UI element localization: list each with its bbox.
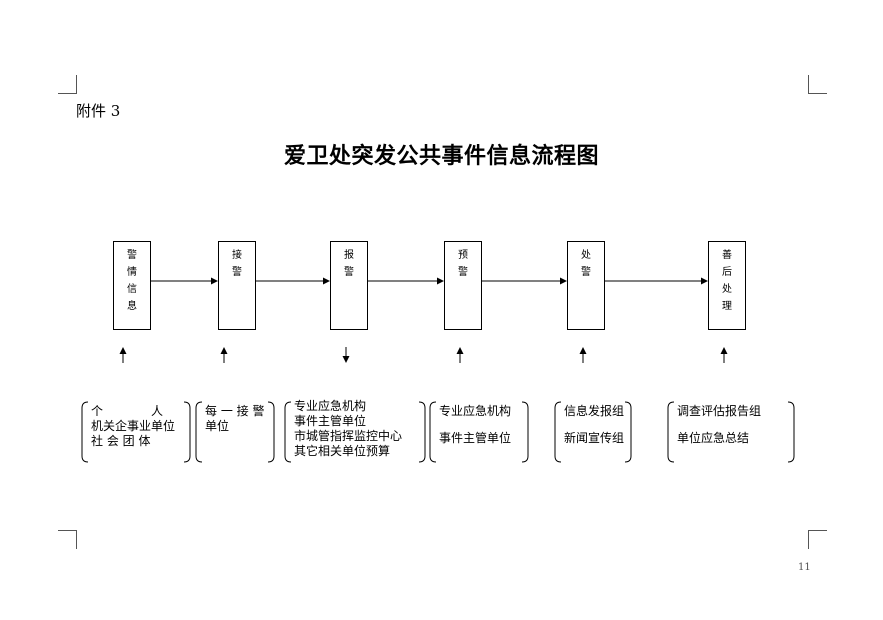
bracket-left-g1 <box>81 401 89 463</box>
bracket-right-g2 <box>267 401 275 463</box>
bracket-left-g5 <box>554 401 562 463</box>
source-line: 调查评估报告组 <box>677 404 762 418</box>
source-group-g2: 每 一 接 警单位 <box>205 404 264 434</box>
source-line: 单位应急总结 <box>677 431 750 445</box>
stage-label: 报警 <box>331 247 367 281</box>
stage-label-char: 警 <box>232 267 242 278</box>
stage-box-chujing: 处警 <box>567 241 605 330</box>
source-group-g1: 个 人机关企事业单位社 会 团 体 <box>91 404 175 449</box>
stage-label-char: 预 <box>458 250 468 261</box>
stage-label-char: 处 <box>581 250 591 261</box>
source-line: 社 会 团 体 <box>91 434 151 448</box>
source-line <box>677 419 761 431</box>
source-group-g4: 专业应急机构 事件主管单位 <box>439 404 511 446</box>
source-line: 事件主管单位 <box>439 431 512 445</box>
crop-mark-top-right <box>808 75 827 94</box>
bracket-left-g2 <box>195 401 203 463</box>
stage-label-char: 理 <box>722 301 732 312</box>
bracket-right-g1 <box>183 401 191 463</box>
source-line <box>439 419 511 431</box>
bracket-right-g4 <box>521 401 529 463</box>
stage-label-char: 报 <box>344 250 354 261</box>
stage-box-shanhou: 善后处理 <box>708 241 746 330</box>
source-line: 专业应急机构 <box>294 399 367 413</box>
source-line: 单位 <box>205 419 230 433</box>
stage-label-char: 后 <box>722 267 732 278</box>
page-title: 爱卫处突发公共事件信息流程图 <box>283 143 599 169</box>
stage-box-yujing: 预警 <box>444 241 482 330</box>
stage-label-char: 警 <box>581 267 591 278</box>
stage-label-char: 善 <box>722 250 732 261</box>
attachment-label: 附件 3 <box>76 102 121 120</box>
source-line: 信息发报组 <box>564 404 625 418</box>
source-group-g6: 调查评估报告组 单位应急总结 <box>677 404 761 446</box>
stage-label-char: 处 <box>722 284 732 295</box>
bracket-right-g5 <box>624 401 632 463</box>
page-number: 11 <box>798 562 811 573</box>
source-line: 新闻宣传组 <box>564 431 625 445</box>
bracket-right-g3 <box>418 401 426 463</box>
bracket-left-g6 <box>667 401 675 463</box>
source-group-g5: 信息发报组 新闻宣传组 <box>564 404 624 446</box>
bracket-left-g4 <box>429 401 437 463</box>
source-line: 专业应急机构 <box>439 404 512 418</box>
source-line: 个 人 <box>91 404 164 418</box>
stage-box-jingqing: 警情信息 <box>113 241 151 330</box>
source-line: 其它相关单位预算 <box>294 444 391 458</box>
bracket-left-g3 <box>284 401 292 463</box>
stage-label: 接警 <box>219 247 255 281</box>
source-line: 每 一 接 警 <box>205 404 265 418</box>
stage-label-char: 信 <box>127 284 137 295</box>
stage-label-char: 警 <box>344 267 354 278</box>
stage-box-baojing: 报警 <box>330 241 368 330</box>
source-line <box>564 419 624 431</box>
stage-label-char: 警 <box>127 250 137 261</box>
crop-mark-bottom-right <box>808 530 827 549</box>
stage-label: 警情信息 <box>114 247 150 315</box>
stage-label-char: 息 <box>127 301 137 312</box>
crop-mark-bottom-left <box>58 530 77 549</box>
crop-mark-top-left <box>58 75 77 94</box>
stage-label-char: 警 <box>458 267 468 278</box>
stage-label: 处警 <box>568 247 604 281</box>
stage-label: 预警 <box>445 247 481 281</box>
stage-label-char: 情 <box>127 267 137 278</box>
source-line: 事件主管单位 <box>294 414 367 428</box>
bracket-right-g6 <box>787 401 795 463</box>
source-group-g3: 专业应急机构事件主管单位市城管指挥监控中心其它相关单位预算 <box>294 399 402 459</box>
source-line: 机关企事业单位 <box>91 419 176 433</box>
stage-box-jiejing: 接警 <box>218 241 256 330</box>
source-line: 市城管指挥监控中心 <box>294 429 403 443</box>
stage-label-char: 接 <box>232 250 242 261</box>
stage-label: 善后处理 <box>709 247 745 315</box>
